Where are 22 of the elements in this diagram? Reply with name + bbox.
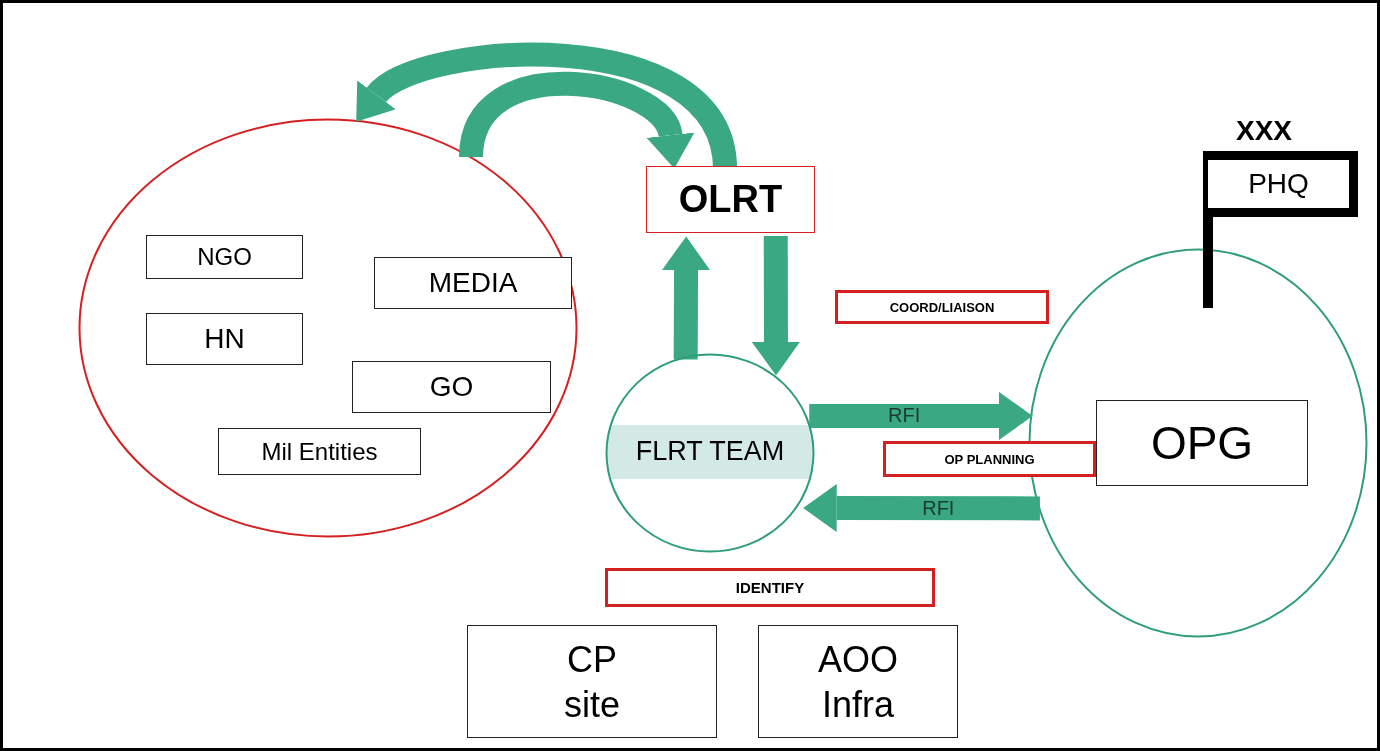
entity-box: MEDIA [374,257,572,309]
block-arrow [803,487,1040,530]
block-arrow [809,394,1033,437]
location-box: AOO Infra [758,625,958,738]
block-arrow [754,235,797,376]
process-label: IDENTIFY [605,568,935,607]
echelon-label: XXX [1236,115,1293,147]
block-arrow [665,236,708,360]
flag-box: PHQ [1208,151,1358,217]
edge-label: RFI [888,404,921,428]
entity-box: NGO [146,235,303,279]
process-label: OP PLANNING [883,441,1096,477]
group-box: OPG [1096,400,1308,486]
entity-box: HN [146,313,303,365]
team-box: OLRT [646,166,815,233]
team-ellipse: FLRT TEAM [605,353,815,553]
process-label: COORD/LIAISON [835,290,1049,324]
entity-box: Mil Entities [218,428,421,475]
entity-box: GO [352,361,551,413]
group-ellipse [78,118,578,538]
location-box: CP site [467,625,717,738]
edge-label: RFI [922,496,955,520]
